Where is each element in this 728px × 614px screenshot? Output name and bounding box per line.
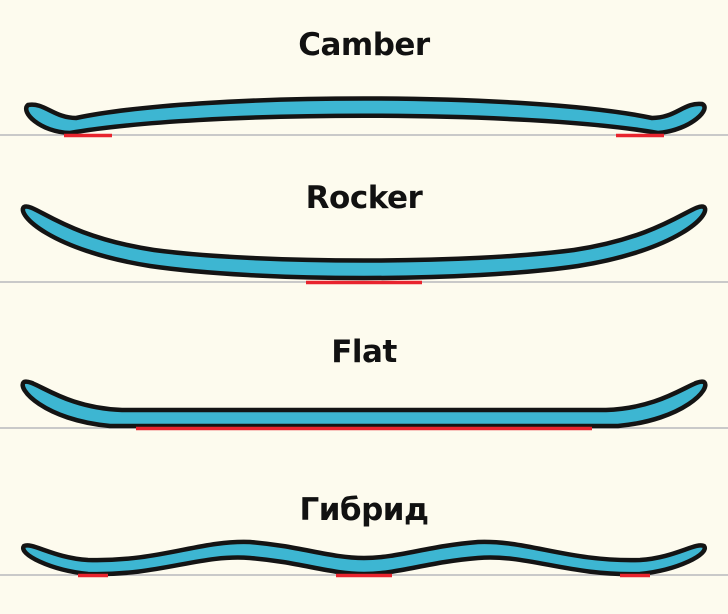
profile-hybrid: Гибрид bbox=[0, 492, 728, 578]
board-hybrid bbox=[21, 539, 707, 577]
profile-title-flat: Flat bbox=[331, 334, 397, 370]
board-camber bbox=[24, 96, 707, 136]
profile-flat: Flat bbox=[0, 334, 728, 431]
profile-title-camber: Camber bbox=[298, 27, 431, 63]
profile-title-rocker: Rocker bbox=[306, 180, 424, 216]
profile-title-hybrid: Гибрид bbox=[299, 492, 428, 528]
profile-rocker: Rocker bbox=[0, 180, 728, 285]
board-flat bbox=[20, 379, 708, 429]
board-rocker bbox=[20, 204, 708, 281]
profile-camber: Camber bbox=[0, 27, 728, 138]
